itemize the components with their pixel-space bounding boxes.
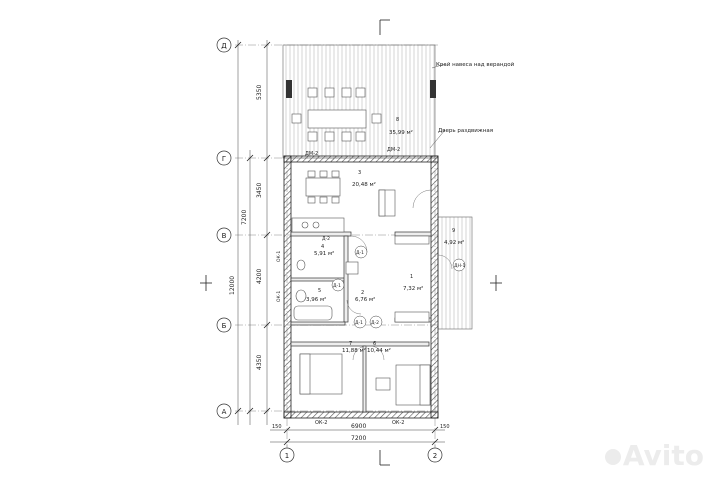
beds	[299, 353, 431, 406]
window-tag-ok2-right: ОК-2	[392, 420, 404, 426]
dim-4350: 4350	[256, 355, 263, 370]
window-tag-ok1-bottom: ОК-1	[276, 291, 282, 302]
dim-12000: 12000	[229, 276, 236, 295]
room-5-number: 5	[318, 288, 321, 294]
axis-label-b: Б	[222, 322, 227, 330]
dim-7200-horizontal: 7200	[351, 435, 366, 442]
axis-label-v: В	[222, 232, 227, 240]
room-1-area: 7,32 м²	[403, 285, 423, 292]
room-9-number: 9	[452, 228, 455, 234]
terrace-deck	[437, 216, 473, 330]
dimension-ticks	[234, 41, 439, 446]
dim-6900: 6900	[351, 423, 366, 430]
dim-7200-vertical: 7200	[241, 210, 248, 225]
watermark-logo: Avito	[604, 439, 704, 472]
door-swings	[346, 189, 453, 361]
row-axis-markers	[216, 37, 232, 419]
room-2-area: 6,76 м²	[355, 296, 375, 303]
door-tag-d1-mid: Д-1	[333, 283, 341, 289]
door-tag-d2-top: Д-2	[322, 236, 330, 242]
column-axis-markers	[279, 447, 443, 463]
room-6-area: 10,44 м²	[367, 347, 391, 354]
room-7-number: 7	[349, 341, 352, 347]
room-3-area: 20,48 м²	[352, 181, 376, 188]
bathroom-fixtures	[293, 259, 359, 321]
door-tag-circles	[331, 245, 466, 329]
axis-label-d: Д	[221, 42, 227, 50]
door-tag-dn1: ДН-1	[454, 263, 466, 269]
avito-dots-icon	[604, 449, 621, 465]
exterior-walls	[283, 155, 439, 419]
room-8-area: 35,99 м²	[389, 129, 413, 136]
door-tag-dm2-right: ДМ-2	[387, 147, 400, 153]
dimension-lines	[237, 40, 445, 443]
room-4-number: 4	[321, 244, 324, 250]
door-tag-dm2-left: ДМ-2	[305, 151, 318, 157]
watermark-text: Avito	[622, 439, 704, 472]
veranda-posts	[286, 80, 436, 98]
dim-4200: 4200	[256, 269, 263, 284]
wardrobes	[394, 235, 430, 323]
axis-label-a: А	[222, 408, 227, 416]
room-5-area: 3,96 м²	[306, 296, 326, 303]
sofa	[378, 189, 396, 217]
room-4-area: 5,91 м²	[314, 250, 334, 257]
dining-table	[305, 170, 341, 204]
door-tag-d2-bottom: Д-2	[371, 320, 379, 326]
annotation-canopy: Край навеса над верандой	[436, 61, 515, 68]
room-1-number: 1	[410, 274, 413, 280]
room-6-number: 6	[373, 341, 376, 347]
axis-label-1: 1	[285, 452, 289, 460]
axis-label-2: 2	[433, 452, 437, 460]
kitchen-counter	[291, 217, 345, 233]
dim-5350: 5350	[256, 85, 263, 100]
room-9-area: 4,92 м²	[444, 239, 464, 246]
window-tag-ok2-left: ОК-2	[315, 420, 327, 426]
annotation-leaders	[429, 63, 446, 149]
dim-150-left: 150	[272, 424, 282, 430]
annotation-sliding-door: Дверь раздвижная	[438, 128, 493, 134]
room-2-number: 2	[361, 290, 364, 296]
door-tag-d1-bottom: Д-1	[355, 320, 363, 326]
section-cut-markers	[200, 19, 502, 466]
window-tag-ok1-top: ОК-1	[276, 251, 282, 262]
room-8-number: 8	[396, 117, 399, 123]
axis-label-g: Г	[222, 155, 226, 163]
door-tag-d1-top: Д-1	[356, 250, 364, 256]
dim-150-right: 150	[440, 424, 450, 430]
room-3-number: 3	[358, 170, 361, 176]
room-7-area: 11,88 м²	[342, 347, 366, 354]
veranda-dining-set	[291, 87, 382, 142]
dim-3450: 3450	[256, 183, 263, 198]
